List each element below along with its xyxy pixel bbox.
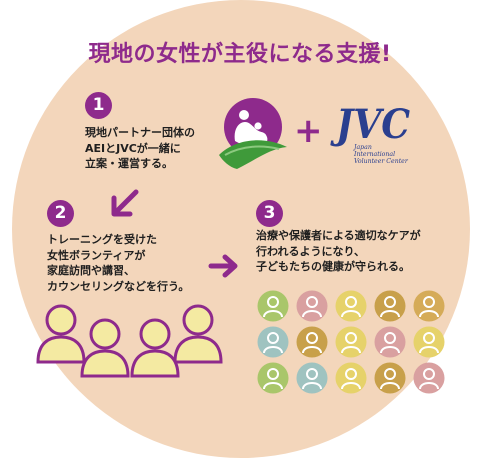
step-1-line-3: 立案・運営する。 <box>85 157 173 170</box>
person-badge-icon <box>257 290 289 322</box>
person-badge-icon <box>335 362 367 394</box>
arrow-down-left-icon <box>108 186 142 224</box>
step-2-line-1: トレーニングを受けた <box>47 233 157 246</box>
step-2-number: 2 <box>47 200 74 227</box>
jvc-logo-caption: Japan International Volunteer Center <box>354 144 408 165</box>
step-3-line-1: 治療や保護者による適切なケアが <box>256 229 421 242</box>
person-badge-icon <box>335 290 367 322</box>
person-badge-icon <box>413 326 445 358</box>
person-badge-icon <box>296 290 328 322</box>
plus-sign: + <box>294 111 323 151</box>
step-3-text: 治療や保護者による適切なケアが 行われるようになり、 子どもたちの健康が守られる… <box>256 228 421 275</box>
children-grid <box>255 288 455 402</box>
step-2-line-4: カウンセリングなどを行う。 <box>47 279 190 293</box>
step-3-number: 3 <box>256 200 283 227</box>
step-1-text: 現地パートナー団体の AEIとJVCが一緒に 立案・運営する。 <box>85 125 195 172</box>
step-3-line-3: 子どもたちの健康が守られる。 <box>256 260 410 273</box>
person-badge-icon <box>257 362 289 394</box>
person-badge-icon <box>257 326 289 358</box>
step-1-number: 1 <box>85 92 112 119</box>
person-icon <box>36 304 86 364</box>
person-badge-icon <box>296 362 328 394</box>
jvc-logo-mark: JVC <box>330 101 410 148</box>
person-badge-icon <box>413 362 445 394</box>
step-1-line-2: AEIとJVCが一緒に <box>85 141 181 155</box>
person-badge-icon <box>296 326 328 358</box>
person-badge-icon <box>335 326 367 358</box>
mother-child-leaf-logo <box>217 97 289 176</box>
person-badge-icon <box>374 326 406 358</box>
jvc-caption-line-1: Japan <box>354 144 372 151</box>
person-badge-icon <box>374 290 406 322</box>
page-title: 現地の女性が主役になる支援! <box>88 42 392 67</box>
person-badge-icon <box>374 362 406 394</box>
jvc-logo: JVC Japan International Volunteer Center <box>330 98 420 176</box>
person-icon <box>80 318 130 378</box>
person-badge-icon <box>413 290 445 322</box>
step-3-line-2: 行われるようになり、 <box>256 244 366 258</box>
step-1-line-1: 現地パートナー団体の <box>85 126 195 139</box>
arrow-right-icon <box>208 254 240 282</box>
jvc-caption-line-2: International <box>354 151 396 158</box>
step-2-text: トレーニングを受けた 女性ボランティアが 家庭訪問や講習、 カウンセリングなどを… <box>47 232 189 294</box>
step-2-line-2: 女性ボランティアが <box>47 248 146 262</box>
person-icon <box>130 318 180 378</box>
step-2-line-3: 家庭訪問や講習、 <box>47 264 135 277</box>
person-icon <box>173 304 223 364</box>
volunteers-group <box>35 300 225 394</box>
jvc-caption-line-3: Volunteer Center <box>354 158 408 165</box>
